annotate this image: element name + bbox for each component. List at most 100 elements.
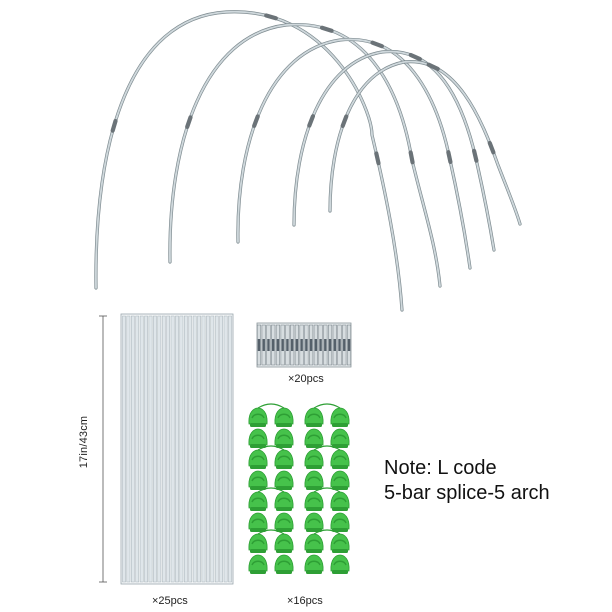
clip-base (250, 570, 266, 574)
garden-clip (304, 554, 324, 574)
fiberglass-rod (135, 315, 140, 583)
clip-body (304, 533, 324, 551)
clip-tether (257, 529, 285, 535)
fiberglass-rod (144, 315, 148, 583)
clip-jaw (277, 518, 291, 524)
fiberglass-rod (153, 315, 157, 583)
clip-base (332, 549, 348, 553)
hoop-joint (426, 62, 440, 71)
garden-clip (330, 533, 350, 553)
clip-body (248, 512, 268, 530)
clip-jaw (251, 413, 265, 419)
fiberglass-rod (206, 315, 210, 583)
clip-base (276, 486, 292, 490)
fiberglass-rod (161, 315, 166, 583)
connector-sleeve (343, 339, 346, 351)
hoop-core (237, 38, 471, 269)
fiberglass-rod (148, 315, 153, 583)
hoop-joint (319, 25, 334, 33)
connector-sleeve (300, 339, 303, 351)
clip-base (332, 486, 348, 490)
clip-jaw (307, 476, 321, 482)
clip-body (330, 491, 350, 509)
hoop-arch (236, 37, 472, 270)
garden-clip (248, 407, 268, 427)
clip-base (276, 528, 292, 532)
clip-jaw (333, 455, 347, 461)
clip-base (332, 570, 348, 574)
hoop-joint (374, 151, 381, 166)
connectors-quantity-label: ×20pcs (288, 373, 324, 385)
clip-jaw (277, 497, 291, 503)
clip-base (250, 444, 266, 448)
connector-sleeve (276, 339, 280, 351)
hoop-joint (264, 13, 278, 21)
garden-clip (274, 428, 294, 448)
garden-clip (274, 533, 294, 553)
clip-base (276, 570, 292, 574)
fiberglass-rod (179, 315, 184, 583)
clip-body (274, 407, 294, 425)
hoop-outline (236, 37, 472, 270)
garden-clip (330, 512, 350, 532)
garden-clip (304, 449, 324, 469)
fiberglass-rod (201, 315, 206, 583)
clip-jaw (333, 413, 347, 419)
clip-jaw (277, 476, 291, 482)
fiberglass-rod (228, 315, 232, 583)
fiberglass-rod (126, 315, 131, 583)
connector-sleeve (309, 339, 313, 351)
clip-base (306, 570, 322, 574)
clip-base (276, 507, 292, 511)
fiberglass-rod (131, 315, 135, 583)
clip-base (276, 465, 292, 469)
clip-jaw (251, 455, 265, 461)
clip-base (250, 486, 266, 490)
clip-jaw (307, 539, 321, 545)
clip-body (248, 491, 268, 509)
clip-jaw (251, 497, 265, 503)
clip-body (248, 428, 268, 446)
garden-clip (248, 491, 268, 511)
clip-jaw (333, 434, 347, 440)
clip-tether (257, 445, 285, 451)
garden-clip (274, 449, 294, 469)
hoop-arch (292, 50, 496, 252)
connector-sleeve (333, 339, 336, 351)
fiberglass-rod (223, 315, 228, 583)
clip-body (274, 512, 294, 530)
garden-clip (304, 407, 324, 427)
connector-sleeve (272, 339, 275, 351)
hoop-arch (94, 10, 404, 312)
clip-body (304, 554, 324, 572)
clip-body (304, 470, 324, 488)
hoop-core (95, 11, 403, 311)
clip-body (274, 491, 294, 509)
clip-base (306, 507, 322, 511)
clip-jaw (277, 539, 291, 545)
clip-body (330, 449, 350, 467)
garden-clip (330, 449, 350, 469)
connector-sleeve (267, 339, 270, 351)
clip-body (330, 407, 350, 425)
clip-body (304, 449, 324, 467)
clip-tether (257, 487, 285, 493)
connector-sleeve (324, 339, 327, 351)
note-line-2: 5-bar splice-5 arch (384, 482, 550, 504)
connector-sleeve (295, 339, 299, 351)
clip-jaw (251, 434, 265, 440)
garden-clip (274, 407, 294, 427)
note-line-1: Note: L code (384, 457, 497, 479)
clip-base (332, 444, 348, 448)
fiberglass-rod (184, 315, 188, 583)
clip-body (330, 554, 350, 572)
clip-base (306, 465, 322, 469)
clip-base (250, 465, 266, 469)
garden-clip (248, 533, 268, 553)
fiberglass-rod (166, 315, 170, 583)
clip-tether (313, 445, 341, 451)
clip-body (274, 533, 294, 551)
garden-clip (304, 533, 324, 553)
clip-base (306, 444, 322, 448)
